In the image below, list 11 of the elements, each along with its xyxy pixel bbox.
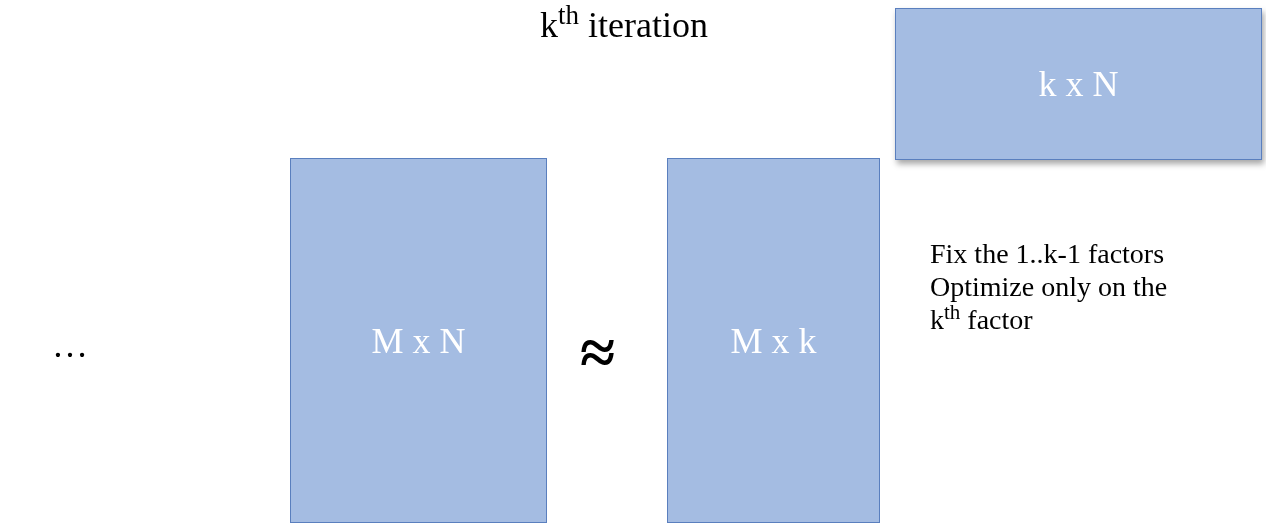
matrix-box xyxy=(895,8,1262,160)
matrix-box xyxy=(667,158,880,523)
matrix-label: k x N xyxy=(1038,63,1119,106)
title: k$^{th}$ iteration xyxy=(540,0,708,47)
approx-symbol: ≈ xyxy=(580,316,616,390)
ellipsis-text: … xyxy=(52,324,88,367)
matrix-box xyxy=(290,158,547,523)
note-text: Optimize only on the k$^{th}$ factor xyxy=(930,270,1169,336)
matrix-label: M x N xyxy=(371,319,466,363)
matrix-label: M x k xyxy=(730,319,817,363)
note-text: Fix the 1..k-1 factors xyxy=(930,237,1165,270)
